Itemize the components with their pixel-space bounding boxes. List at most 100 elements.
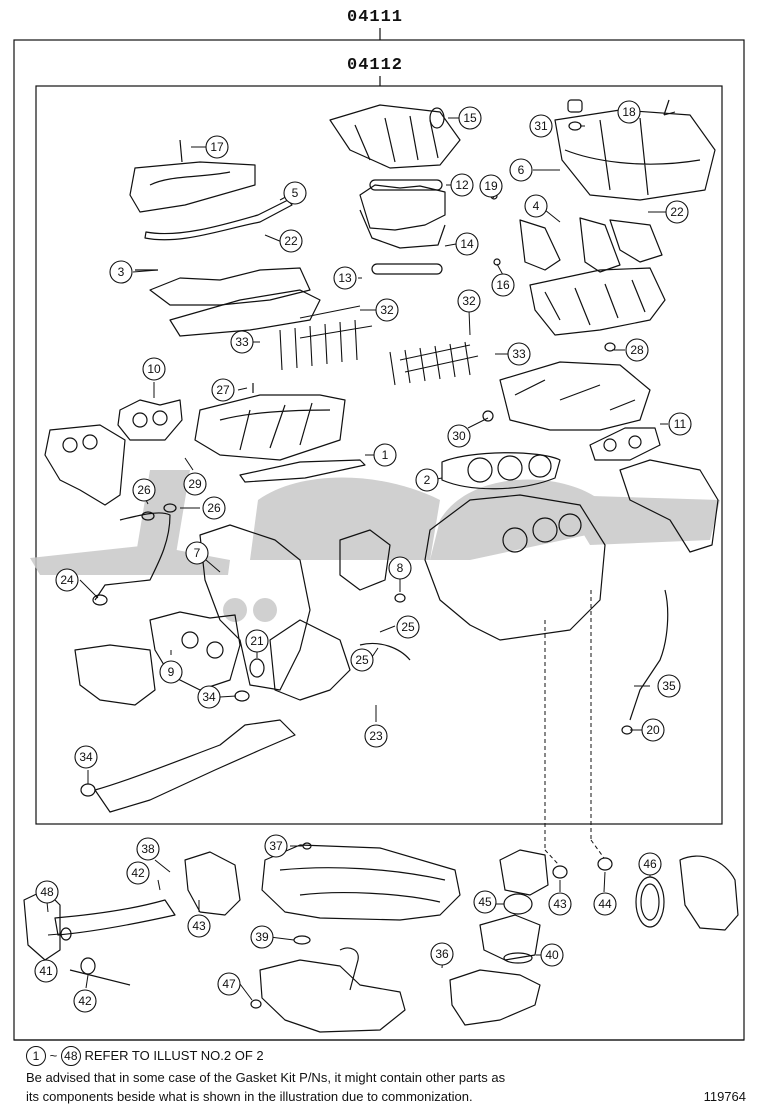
callout-number: 26 (207, 501, 221, 515)
callout-28: 28 (625, 338, 649, 362)
callout-circle (657, 674, 681, 698)
callout-42: 42 (126, 861, 150, 885)
callout-number: 8 (397, 561, 404, 575)
callout-circle (211, 378, 235, 402)
callout-circle (388, 556, 412, 580)
callout-41: 41 (34, 959, 58, 983)
callout-circle (283, 181, 307, 205)
callout-number: 15 (463, 111, 477, 125)
callout-26: 26 (202, 496, 226, 520)
footer-note-line-1: Be advised that in some case of the Gask… (26, 1070, 506, 1085)
callout-number: 29 (188, 477, 202, 491)
callout-11: 11 (668, 412, 692, 436)
callout-6: 6 (509, 158, 533, 182)
callout-number: 38 (141, 842, 155, 856)
callout-1: 1 (373, 443, 397, 467)
callout-number: 12 (455, 178, 469, 192)
callout-21: 21 (245, 629, 269, 653)
callout-10: 10 (142, 357, 166, 381)
watermark (30, 470, 720, 622)
callout-19: 19 (479, 174, 503, 198)
callout-circle (529, 114, 553, 138)
callout-number: 28 (630, 343, 644, 357)
callout-number: 30 (452, 429, 466, 443)
callout-circle (668, 412, 692, 436)
callout-24: 24 (55, 568, 79, 592)
callout-circle (55, 568, 79, 592)
kit-code: 04111 (347, 8, 404, 27)
callout-number: 41 (39, 964, 53, 978)
callout-number: 42 (131, 866, 145, 880)
callout-32: 32 (375, 298, 399, 322)
callout-7: 7 (185, 541, 209, 565)
callout-circle (202, 496, 226, 520)
callout-26: 26 (132, 478, 156, 502)
callout-circle (593, 892, 617, 916)
callout-number: 21 (250, 634, 264, 648)
callout-circle (185, 541, 209, 565)
callout-circle (35, 880, 59, 904)
callout-number: 36 (435, 947, 449, 961)
callout-number: 25 (401, 620, 415, 634)
callout-circle (230, 330, 254, 354)
callout-circle (375, 298, 399, 322)
callout-circle (159, 660, 183, 684)
callout-number: 24 (60, 573, 74, 587)
callout-34: 34 (74, 745, 98, 769)
dashed-leaders (544, 590, 605, 865)
callout-circle (507, 342, 531, 366)
callout-circle (458, 106, 482, 130)
callout-39: 39 (250, 925, 274, 949)
callout-number: 2 (424, 473, 431, 487)
callout-number: 34 (79, 750, 93, 764)
callout-number: 25 (355, 653, 369, 667)
callout-circle (473, 890, 497, 914)
callout-circle (455, 232, 479, 256)
ref-tilde: ~ (49, 1048, 58, 1063)
callout-circle (126, 861, 150, 885)
callout-number: 37 (269, 839, 283, 853)
callout-number: 39 (255, 930, 269, 944)
callout-circle (350, 648, 374, 672)
callout-number: 31 (534, 119, 548, 133)
callout-circle (132, 478, 156, 502)
callout-29: 29 (183, 472, 207, 496)
ref-text: REFER TO ILLUST NO.2 OF 2 (84, 1048, 264, 1063)
callout-number: 23 (369, 729, 383, 743)
callout-number: 27 (216, 383, 230, 397)
callout-9: 9 (159, 660, 183, 684)
callout-number: 16 (496, 278, 510, 292)
callout-48: 48 (35, 880, 59, 904)
callout-number: 47 (222, 977, 236, 991)
callout-47: 47 (217, 972, 241, 996)
callout-14: 14 (455, 232, 479, 256)
callout-circle (333, 266, 357, 290)
callout-46: 46 (638, 852, 662, 876)
callout-23: 23 (364, 724, 388, 748)
callout-number: 48 (40, 885, 54, 899)
callout-circle (524, 194, 548, 218)
callout-circle (187, 914, 211, 938)
callout-number: 44 (598, 897, 612, 911)
callout-markers: 1234567891011121314151617181920212222232… (34, 100, 692, 1013)
callout-25: 25 (396, 615, 420, 639)
callout-number: 42 (78, 994, 92, 1008)
callout-circle (142, 357, 166, 381)
callout-42: 42 (73, 989, 97, 1013)
callout-circle (625, 338, 649, 362)
footer-reference-line: 1 ~ 48 REFER TO ILLUST NO.2 OF 2 (26, 1046, 264, 1066)
callout-circle (415, 468, 439, 492)
callout-number: 6 (518, 163, 525, 177)
callout-13: 13 (333, 266, 357, 290)
callout-circle (430, 942, 454, 966)
callout-number: 43 (553, 897, 567, 911)
callout-5: 5 (283, 181, 307, 205)
callout-circle (447, 424, 471, 448)
callout-circle (617, 100, 641, 124)
callout-number: 20 (646, 723, 660, 737)
callout-circle (250, 925, 274, 949)
callout-circle (109, 260, 133, 284)
valve-train (279, 305, 479, 386)
